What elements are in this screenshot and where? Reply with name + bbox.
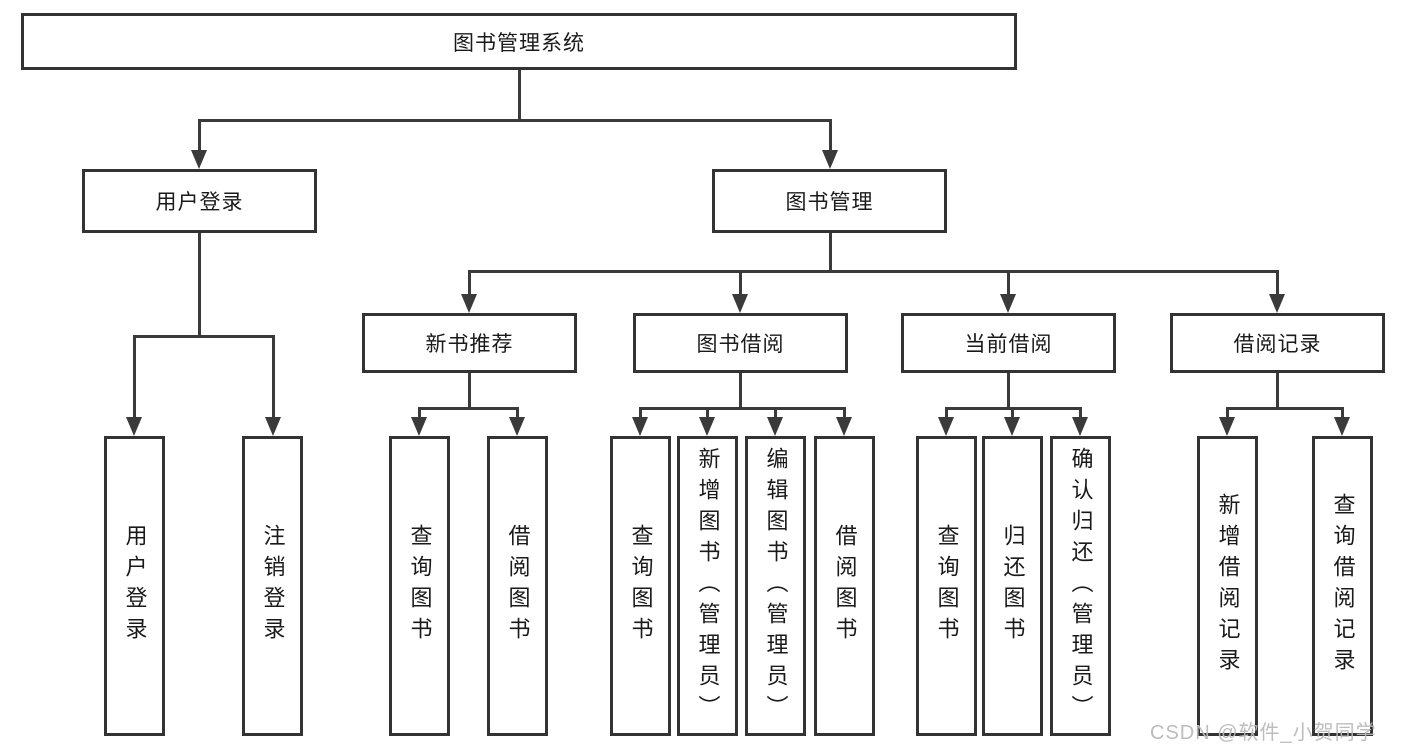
node-new-book-recommend: 新书推荐 bbox=[362, 313, 577, 373]
connector-newbook-bus bbox=[418, 407, 519, 410]
connector-leaf-stub bbox=[843, 407, 846, 419]
connector-to-newbook bbox=[468, 270, 471, 297]
leaf-query-borrow-record: 查询借阅记录 bbox=[1312, 436, 1373, 736]
connector-to-current bbox=[1007, 270, 1010, 297]
connector-root-to-bookmgmt bbox=[829, 119, 832, 153]
connector-leaf-stub bbox=[1079, 407, 1082, 419]
connector-leaf-stub bbox=[418, 407, 421, 419]
leaf-confirm-return-admin-label: 确认归还（管理员） bbox=[1068, 446, 1094, 726]
leaf-query-books-3: 查询图书 bbox=[916, 436, 977, 736]
connector-root-stem bbox=[518, 70, 521, 121]
arrowhead-down-icon bbox=[1334, 417, 1350, 436]
arrowhead-down-icon bbox=[732, 294, 748, 313]
connector-records-stem bbox=[1276, 373, 1279, 410]
node-user-login: 用户登录 bbox=[82, 169, 317, 233]
leaf-borrow-books-2: 借阅图书 bbox=[814, 436, 875, 736]
arrowhead-down-icon bbox=[822, 150, 838, 169]
node-book-borrow-label: 图书借阅 bbox=[696, 333, 785, 356]
node-borrow-records: 借阅记录 bbox=[1170, 313, 1385, 373]
connector-leaf-stub bbox=[945, 407, 948, 419]
node-book-borrow: 图书借阅 bbox=[633, 313, 848, 373]
connector-newbook-stem bbox=[468, 373, 471, 410]
leaf-add-borrow-record-label: 新增借阅记录 bbox=[1215, 493, 1241, 679]
arrowhead-down-icon bbox=[632, 417, 648, 436]
arrowhead-down-icon bbox=[411, 417, 427, 436]
arrowhead-down-icon bbox=[699, 417, 715, 436]
leaf-borrow-books-2-label: 借阅图书 bbox=[832, 524, 858, 648]
connector-records-bus bbox=[1226, 407, 1344, 410]
leaf-return-books: 归还图书 bbox=[982, 436, 1043, 736]
arrowhead-down-icon bbox=[1219, 417, 1235, 436]
arrowhead-down-icon bbox=[461, 294, 477, 313]
arrowhead-down-icon bbox=[126, 417, 142, 436]
connector-leaf-stub bbox=[1226, 407, 1229, 419]
node-user-login-label: 用户登录 bbox=[155, 191, 244, 214]
leaf-borrow-books-1-label: 借阅图书 bbox=[505, 524, 531, 648]
connector-to-leaf-login bbox=[133, 335, 136, 419]
leaf-add-books-admin-label: 新增图书（管理员） bbox=[695, 446, 721, 726]
leaf-query-books-3-label: 查询图书 bbox=[934, 524, 960, 648]
connector-userlogin-stem bbox=[198, 233, 201, 338]
leaf-user-login: 用户登录 bbox=[104, 436, 165, 736]
connector-to-leaf-logout bbox=[272, 335, 275, 419]
node-book-management: 图书管理 bbox=[712, 169, 947, 233]
arrowhead-down-icon bbox=[836, 417, 852, 436]
leaf-user-login-label: 用户登录 bbox=[122, 524, 148, 648]
connector-borrow-bus bbox=[639, 407, 846, 410]
leaf-query-books-2: 查询图书 bbox=[610, 436, 671, 736]
connector-leaf-stub bbox=[1011, 407, 1014, 419]
node-current-borrow: 当前借阅 bbox=[901, 313, 1116, 373]
leaf-confirm-return-admin: 确认归还（管理员） bbox=[1050, 436, 1111, 736]
connector-leaf-stub bbox=[706, 407, 709, 419]
node-book-management-label: 图书管理 bbox=[785, 191, 874, 214]
connector-bookmgmt-stem bbox=[829, 233, 832, 273]
connector-leaf-stub bbox=[516, 407, 519, 419]
connector-leaf-stub bbox=[1341, 407, 1344, 419]
leaf-return-books-label: 归还图书 bbox=[1000, 524, 1026, 648]
node-borrow-records-label: 借阅记录 bbox=[1233, 333, 1322, 356]
node-current-borrow-label: 当前借阅 bbox=[964, 333, 1053, 356]
connector-to-records bbox=[1276, 270, 1279, 297]
csdn-watermark: CSDN @软件_小贺同学 bbox=[1150, 722, 1377, 744]
leaf-logout-label: 注销登录 bbox=[260, 524, 286, 648]
arrowhead-down-icon bbox=[1004, 417, 1020, 436]
connector-borrow-stem bbox=[739, 373, 742, 410]
connector-userlogin-bus bbox=[133, 335, 275, 338]
connector-leaf-stub bbox=[639, 407, 642, 419]
arrowhead-down-icon bbox=[1072, 417, 1088, 436]
arrowhead-down-icon bbox=[1000, 294, 1016, 313]
connector-root-bus bbox=[198, 119, 832, 122]
leaf-edit-books-admin: 编辑图书（管理员） bbox=[745, 436, 806, 736]
connector-bookmgmt-bus bbox=[468, 270, 1279, 273]
arrowhead-down-icon bbox=[767, 417, 783, 436]
leaf-query-borrow-record-label: 查询借阅记录 bbox=[1330, 493, 1356, 679]
node-root: 图书管理系统 bbox=[21, 13, 1017, 70]
connector-current-stem bbox=[1007, 373, 1010, 410]
leaf-query-books-1-label: 查询图书 bbox=[407, 524, 433, 648]
arrowhead-down-icon bbox=[191, 150, 207, 169]
arrowhead-down-icon bbox=[938, 417, 954, 436]
connector-to-borrow bbox=[739, 270, 742, 297]
leaf-edit-books-admin-label: 编辑图书（管理员） bbox=[763, 446, 789, 726]
connector-root-to-userlogin bbox=[198, 119, 201, 153]
leaf-add-books-admin: 新增图书（管理员） bbox=[677, 436, 738, 736]
leaf-logout: 注销登录 bbox=[242, 436, 303, 736]
leaf-borrow-books-1: 借阅图书 bbox=[487, 436, 548, 736]
arrowhead-down-icon bbox=[509, 417, 525, 436]
leaf-query-books-2-label: 查询图书 bbox=[628, 524, 654, 648]
arrowhead-down-icon bbox=[1269, 294, 1285, 313]
arrowhead-down-icon bbox=[265, 417, 281, 436]
node-new-book-recommend-label: 新书推荐 bbox=[425, 333, 514, 356]
leaf-add-borrow-record: 新增借阅记录 bbox=[1197, 436, 1258, 736]
leaf-query-books-1: 查询图书 bbox=[389, 436, 450, 736]
connector-leaf-stub bbox=[774, 407, 777, 419]
node-root-label: 图书管理系统 bbox=[453, 31, 585, 55]
